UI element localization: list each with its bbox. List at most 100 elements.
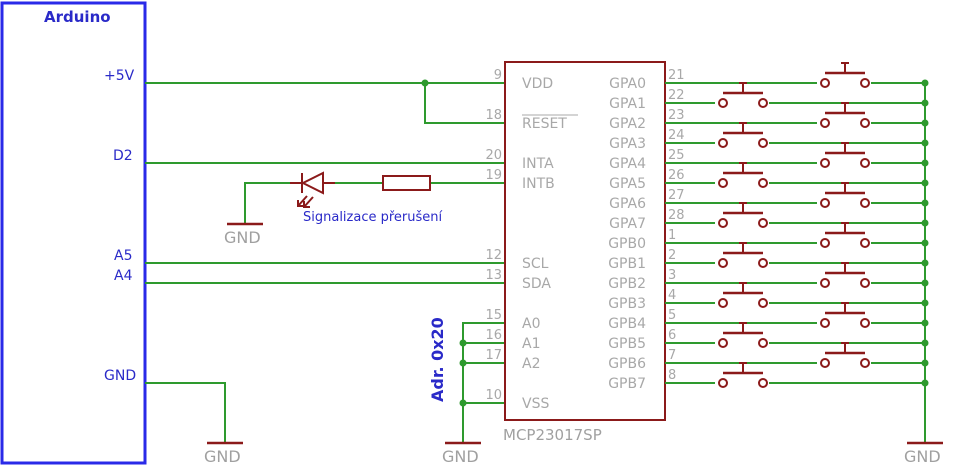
pushbutton-gap [817, 236, 871, 250]
chip-pin-name-right: GPA4 [609, 156, 646, 172]
chip-pin-name-right: GPA0 [609, 76, 646, 92]
chip-pin-num-left: 16 [485, 328, 502, 343]
chip-pin-name-right: GPA1 [609, 96, 646, 112]
chip-pin-name-left: VDD [522, 76, 553, 92]
pushbutton-contact-right [860, 118, 870, 128]
pushbutton-gap [715, 376, 769, 390]
junction-gnd-bus [921, 219, 929, 227]
pushbutton-contact-right [758, 178, 768, 188]
junction-5v [421, 79, 429, 87]
junction-gnd-bus [921, 279, 929, 287]
chip-pin-num-right: 27 [668, 188, 685, 203]
chip-pin-name-left: INTA [522, 156, 554, 172]
junction-gnd-bus [921, 199, 929, 207]
pushbutton-contact-right [860, 78, 870, 88]
arduino-pin-d2: D2 [113, 148, 133, 164]
pushbutton-gap [715, 176, 769, 190]
pushbutton-gap [715, 136, 769, 150]
pushbutton-contact-left [718, 298, 728, 308]
pushbutton-contact-right [860, 198, 870, 208]
arduino-pin-a5: A5 [114, 248, 132, 264]
arduino-outline [0, 1, 147, 465]
wire-ard-gnd [145, 382, 226, 443]
pushbutton-contact-right [758, 258, 768, 268]
pushbutton-contact-left [820, 278, 830, 288]
chip-pin-num-right: 7 [668, 348, 676, 363]
junction-gnd-bus [921, 99, 929, 107]
led-arrow-2 [303, 196, 314, 208]
chip-pin-num-right: 22 [668, 88, 685, 103]
junction-gnd-bus [921, 379, 929, 387]
pushbutton-contact-left [718, 258, 728, 268]
junction-gnd-bus [921, 139, 929, 147]
chip-pin-name-left: SCL [522, 256, 549, 272]
pushbutton [715, 282, 769, 310]
pushbutton [715, 242, 769, 270]
resistor [382, 175, 431, 191]
pushbutton-gap [817, 196, 871, 210]
pushbutton [715, 162, 769, 190]
pushbutton-gap [715, 296, 769, 310]
pushbutton-contact-left [820, 158, 830, 168]
chip-pin-name-right: GPB0 [608, 236, 646, 252]
chip-pin-num-left: 19 [485, 168, 502, 183]
pushbutton [817, 102, 871, 130]
junction-gnd-bus [921, 159, 929, 167]
junction-gnd-bus [921, 339, 929, 347]
chip-pin-num-left: 13 [485, 268, 502, 283]
address-label: Adr. 0x20 [428, 317, 447, 402]
junction-a1 [459, 339, 467, 347]
chip-pin-num-left: 20 [485, 148, 502, 163]
gnd-label-arduino: GND [204, 447, 241, 466]
chip-pin-name-right: GPA6 [609, 196, 646, 212]
pushbutton [715, 322, 769, 350]
chip-pin-name-left: A0 [522, 316, 540, 332]
junction-gnd-bus [921, 119, 929, 127]
chip-pin-num-left: 17 [485, 348, 502, 363]
pushbutton-contact-left [820, 198, 830, 208]
arduino-pin-gnd: GND [104, 368, 136, 384]
chip-pin-name-right: GPB1 [608, 256, 646, 272]
chip-right-pins: GPA021GPA122GPA223GPA324GPA425GPA526GPA6… [608, 68, 684, 392]
pushbutton-contact-left [718, 98, 728, 108]
pushbutton-contact-left [718, 378, 728, 388]
chip-pin-num-left: 15 [485, 308, 502, 323]
pushbutton [715, 122, 769, 150]
pushbutton-contact-left [820, 318, 830, 328]
chip-pin-name-left: INTB [522, 176, 555, 192]
junction-gnd-bus [921, 259, 929, 267]
chip-pin-num-right: 21 [668, 68, 685, 83]
pushbutton [817, 222, 871, 250]
junction-a2 [459, 359, 467, 367]
chip-pin-num-right: 23 [668, 108, 685, 123]
pushbutton [817, 262, 871, 290]
chip-pin-name-right: GPB7 [608, 376, 646, 392]
junctions [421, 79, 467, 407]
chip-pin-num-left: 18 [485, 108, 502, 123]
chip-pin-name-right: GPA5 [609, 176, 646, 192]
junction-gnd-bus [921, 239, 929, 247]
junction-gnd-bus [921, 299, 929, 307]
chip-pin-name-right: GPA2 [609, 116, 646, 132]
chip-pin-name-right: GPB5 [608, 336, 646, 352]
pushbutton-contact-right [860, 358, 870, 368]
chip-pin-name-right: GPB2 [608, 276, 646, 292]
led-arrowhead-2 [303, 201, 310, 208]
chip-pin-num-right: 5 [668, 308, 676, 323]
pushbutton-contact-left [718, 218, 728, 228]
pushbutton-contact-right [860, 278, 870, 288]
chip-pin-num-right: 25 [668, 148, 685, 163]
pushbutton-contact-right [758, 338, 768, 348]
pushbutton-contact-left [820, 118, 830, 128]
pushbutton-gap [715, 256, 769, 270]
led-caption: Signalizace přerušení [303, 210, 443, 225]
pushbutton-gap [817, 276, 871, 290]
pushbutton-contact-left [718, 338, 728, 348]
pushbutton-contact-left [820, 78, 830, 88]
chip-pin-num-right: 28 [668, 208, 685, 223]
pushbutton-gap [715, 336, 769, 350]
led [290, 171, 335, 208]
pushbutton-contact-right [758, 378, 768, 388]
junction-gnd-bus [921, 319, 929, 327]
